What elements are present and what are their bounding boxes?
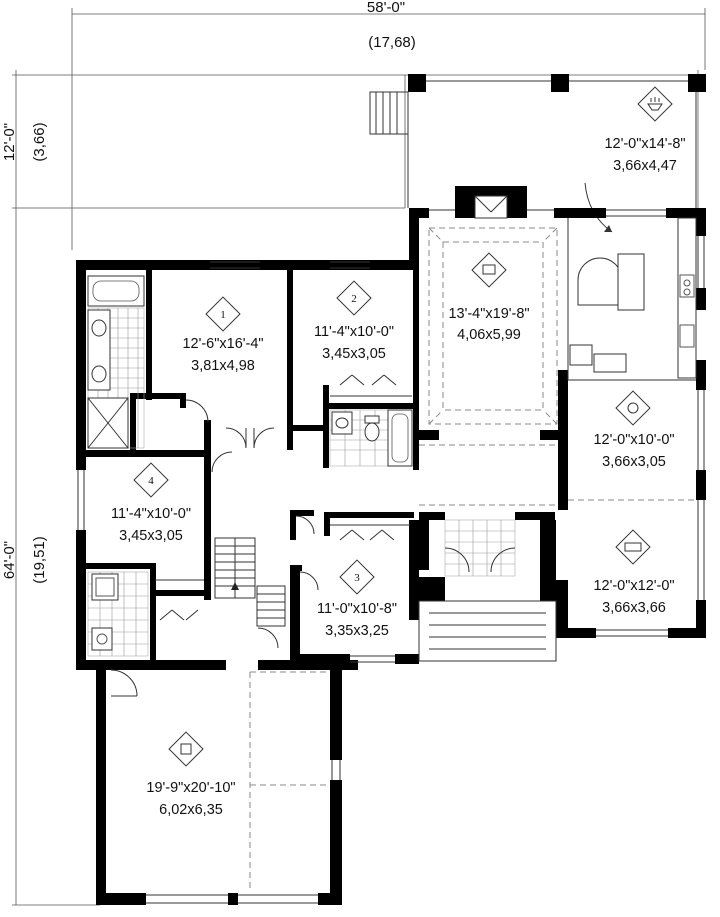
bed-icon — [336, 280, 372, 316]
stairs — [214, 537, 286, 627]
dining-icon — [615, 390, 651, 426]
dimension-lines — [12, 8, 706, 906]
bedroom1-number: 1 — [220, 309, 226, 321]
bedroom4-size-m: 3,45x3,05 — [119, 528, 183, 544]
family-size-m: 3,66x3,66 — [602, 600, 666, 616]
porch-size-m: 3,66x4,47 — [613, 158, 677, 174]
fixtures — [87, 195, 697, 892]
bed-icon — [205, 296, 241, 332]
toilet — [364, 422, 380, 442]
tv-icon — [471, 252, 507, 288]
front-steps — [418, 600, 557, 662]
bedroom3-size-ft: 11'-0"x10'-8" — [317, 601, 397, 617]
overall-depth-metric-label: (19,51) — [31, 536, 48, 584]
kitchen-counter — [677, 217, 697, 379]
room-icons — [133, 86, 673, 767]
living-size-ft: 13'-4"x19'-8" — [448, 306, 529, 322]
bed-icon — [133, 462, 169, 498]
grill-icon — [637, 86, 673, 122]
overall-width-label: 58'-0" — [367, 0, 405, 16]
bedroom4-number: 4 — [148, 475, 154, 487]
bed-icon — [339, 559, 375, 595]
bedroom1-size-ft: 12'-6"x16'-4" — [182, 336, 263, 352]
porch-size-ft: 12'-0"x14'-8" — [604, 136, 685, 152]
garage-size-ft: 19'-9"x20'-10" — [146, 780, 235, 796]
dryer — [91, 627, 113, 651]
kitchen-table — [577, 257, 623, 306]
bedroom3-size-m: 3,35x3,25 — [325, 623, 389, 639]
interior-walls — [86, 270, 568, 660]
dining-size-ft: 12'-0"x10'-0" — [593, 432, 674, 448]
sink — [91, 319, 107, 337]
porch-depth-label: 12'-0" — [1, 123, 18, 161]
bathtub — [87, 275, 145, 307]
dining-size-m: 3,66x3,05 — [602, 454, 666, 470]
bedroom3-number: 3 — [354, 572, 360, 584]
overall-depth-label: 64'-0" — [1, 541, 18, 579]
windows — [77, 209, 705, 904]
bedroom2-size-m: 3,45x3,05 — [322, 346, 386, 362]
fireplace-hearth — [474, 195, 508, 219]
overall-width-metric-label: (17,68) — [368, 34, 416, 51]
bedroom2-number: 2 — [351, 293, 357, 305]
bedroom4-size-ft: 11'-4"x10'-0" — [111, 506, 191, 522]
living-size-m: 4,06x5,99 — [457, 327, 521, 343]
family-size-ft: 12'-0"x12'-0" — [593, 578, 674, 594]
rear-porch — [369, 74, 706, 233]
sofa-icon — [615, 529, 651, 565]
bedroom1-size-m: 3,81x4,98 — [191, 358, 255, 374]
garage-size-m: 6,02x6,35 — [159, 802, 223, 818]
porch-depth-metric-label: (3,66) — [31, 122, 48, 161]
sink — [91, 365, 107, 383]
bedroom2-size-ft: 11'-4"x10'-0" — [314, 324, 394, 340]
kitchen-island — [617, 253, 645, 311]
car-icon — [168, 731, 204, 767]
sink — [335, 417, 349, 429]
door-swings — [110, 399, 319, 697]
